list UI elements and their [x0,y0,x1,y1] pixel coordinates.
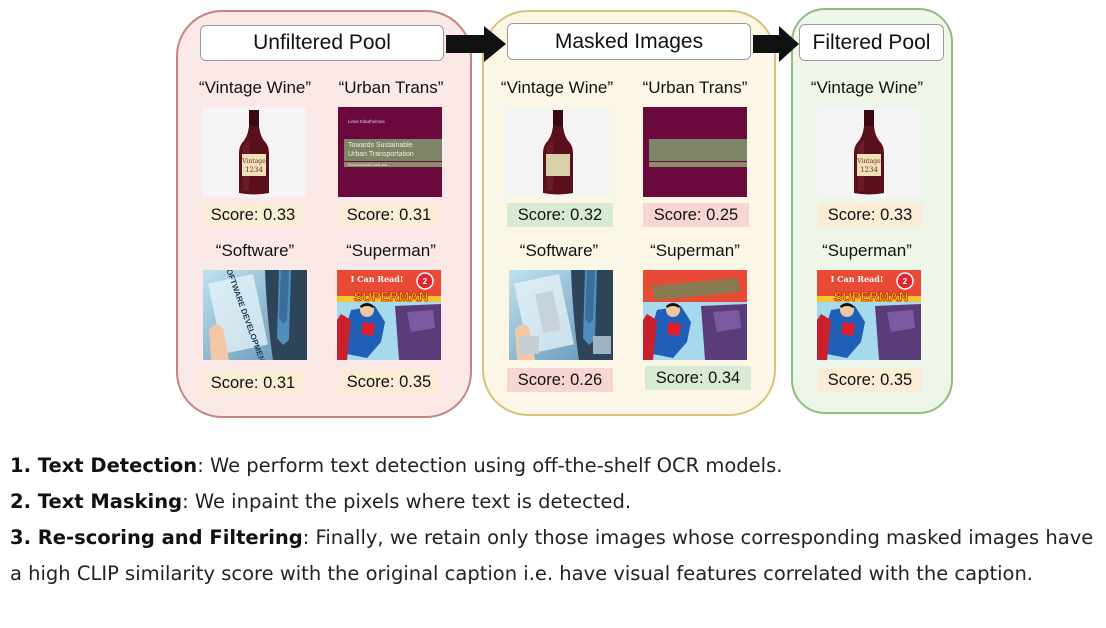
comic-title-text: SUPERMAN [354,289,428,304]
book-title-line2: Urban Transportation [348,151,414,158]
step-title: 3. Re-scoring and Filtering [10,526,303,549]
method-steps: 1. Text Detection: We perform text detec… [10,448,1100,592]
filtered-pool-header: Filtered Pool [799,24,944,61]
caption-vintage-wine: “Vintage Wine” [500,78,614,97]
wine-label-text: Vintage [241,158,266,165]
wine-bottle-image: Vintage 1234 [817,107,921,197]
caption-software: “Software” [519,241,599,260]
score-badge: Score: 0.33 [203,203,303,227]
caption-superman: “Superman” [346,241,436,260]
step-text-detection: 1. Text Detection: We perform text detec… [10,448,1100,484]
book-subtitle-text: Environmental Costs and ... [348,163,391,167]
step-body: : We inpaint the pixels where text is de… [182,490,632,513]
book-cover-image: Linus Klautheimas Towards Sustainable Ur… [338,107,442,197]
score-badge: Score: 0.32 [507,203,613,227]
masked-book-cover-image [643,107,747,197]
score-badge: Score: 0.35 [818,368,922,392]
caption-superman: “Superman” [822,241,912,260]
wine-label-text: Vintage [856,158,881,165]
book-author-text: Linus Klautheimas [348,119,386,124]
score-badge: Score: 0.35 [339,370,439,394]
step-rescoring-filtering: 3. Re-scoring and Filtering: Finally, we… [10,520,1100,592]
step-body: : Finally, we retain only those images w… [10,526,1094,585]
score-badge: Score: 0.33 [818,203,922,227]
software-touchscreen-image: SOFTWARE DEVELOPMENT [203,270,307,360]
pipeline-diagram: Unfiltered Pool Masked Images Filtered P… [176,8,953,418]
score-badge: Score: 0.31 [339,203,439,227]
comic-title-text: SUPERMAN [834,289,908,304]
caption-urban-trans: “Urban Trans” [338,78,444,97]
step-text-masking: 2. Text Masking: We inpaint the pixels w… [10,484,1100,520]
score-badge: Score: 0.31 [203,371,303,395]
score-badge: Score: 0.25 [643,203,749,227]
comic-banner-text: I Can Read! [831,274,884,284]
masked-images-header: Masked Images [507,23,751,60]
caption-vintage-wine: “Vintage Wine” [810,78,924,97]
comic-level-text: 2 [423,277,428,286]
right-arrow-icon [446,26,506,62]
comic-level-text: 2 [903,277,908,286]
caption-vintage-wine: “Vintage Wine” [198,78,312,97]
step-title: 2. Text Masking [10,490,183,513]
wine-label-number: 1234 [860,166,878,174]
comic-banner-text: I Can Read! [351,274,404,284]
masked-software-touchscreen-image [509,270,613,360]
step-body: : We perform text detection using off-th… [197,454,783,477]
wine-label-number: 1234 [245,166,263,174]
caption-urban-trans: “Urban Trans” [642,78,748,97]
right-arrow-icon [753,26,799,62]
caption-software: “Software” [215,241,295,260]
score-badge: Score: 0.26 [507,368,613,392]
step-title: 1. Text Detection [10,454,198,477]
superman-comic-image: I Can Read! 2 SUPERMAN [337,270,441,360]
wine-bottle-image: Vintage 1234 [202,107,306,197]
score-badge: Score: 0.34 [645,366,751,390]
unfiltered-pool-header: Unfiltered Pool [200,25,444,61]
masked-wine-bottle-image [506,107,610,197]
masked-superman-comic-image [643,270,747,360]
book-title-line1: Towards Sustainable [348,142,413,149]
superman-comic-image: I Can Read! 2 SUPERMAN [817,270,921,360]
caption-superman: “Superman” [650,241,740,260]
